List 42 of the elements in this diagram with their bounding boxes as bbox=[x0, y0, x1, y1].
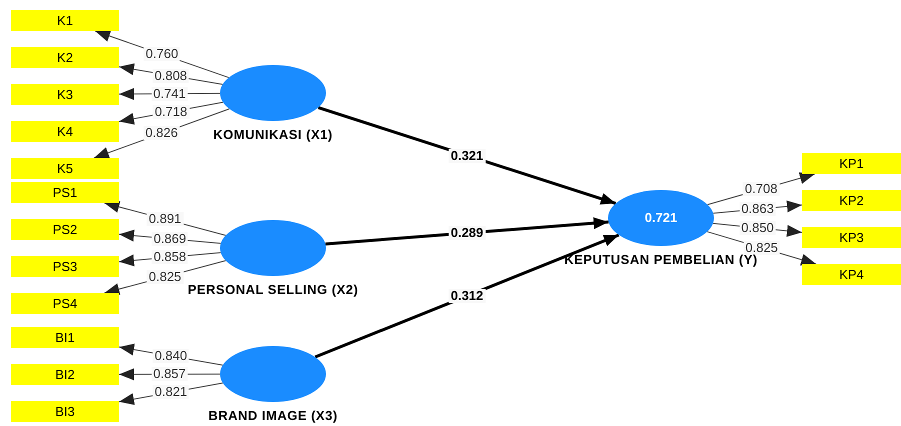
construct-label: PERSONAL SELLING (X2) bbox=[188, 282, 358, 298]
indicator-box: K1 bbox=[11, 10, 119, 31]
edge-label: 0.321 bbox=[448, 148, 486, 162]
edge-label: 0.718 bbox=[152, 104, 190, 119]
edge-label: 0.760 bbox=[144, 47, 180, 62]
indicator-box: KP4 bbox=[802, 264, 901, 285]
indicator-box: K2 bbox=[11, 47, 119, 68]
construct-label: KEPUTUSAN PEMBELIAN (Y) bbox=[564, 252, 758, 268]
edge-label: 0.869 bbox=[152, 232, 188, 246]
edge-label: 0.312 bbox=[448, 289, 486, 303]
edge-label: 0.741 bbox=[151, 86, 188, 101]
edge-label: 0.821 bbox=[152, 385, 190, 400]
indicator-box: BI3 bbox=[11, 401, 119, 422]
indicator-box: KP3 bbox=[802, 227, 901, 248]
indicator-box: BI2 bbox=[11, 364, 119, 385]
r-squared-value: 0.721 bbox=[644, 209, 678, 228]
indicator-box: PS4 bbox=[11, 293, 119, 314]
path-arrow bbox=[314, 234, 620, 358]
indicator-box: KP1 bbox=[802, 153, 901, 174]
path-arrow bbox=[318, 106, 616, 205]
edge-label: 0.857 bbox=[151, 367, 188, 382]
indicator-box: PS1 bbox=[11, 182, 119, 203]
edge-label: 0.808 bbox=[152, 68, 190, 83]
edge-label: 0.289 bbox=[448, 226, 486, 240]
indicator-box: BI1 bbox=[11, 327, 119, 348]
edge-label: 0.858 bbox=[152, 250, 188, 264]
indicator-box: K4 bbox=[11, 121, 119, 142]
edge-label: 0.840 bbox=[152, 349, 190, 364]
construct-label: BRAND IMAGE (X3) bbox=[208, 408, 338, 424]
construct-label: KOMUNIKASI (X1) bbox=[213, 127, 333, 143]
edge-label: 0.863 bbox=[739, 202, 776, 216]
edge-label: 0.850 bbox=[739, 220, 776, 235]
indicator-box: K5 bbox=[11, 158, 119, 179]
indicator-box: KP2 bbox=[802, 190, 901, 211]
edge-label: 0.826 bbox=[143, 126, 180, 140]
edge-label: 0.891 bbox=[146, 212, 184, 226]
edge-label: 0.708 bbox=[742, 182, 780, 196]
indicator-box: PS3 bbox=[11, 256, 119, 277]
indicator-box: K3 bbox=[11, 84, 119, 105]
edge-label: 0.825 bbox=[146, 270, 184, 284]
indicator-box: PS2 bbox=[11, 219, 119, 240]
edge-label: 0.825 bbox=[743, 240, 780, 255]
